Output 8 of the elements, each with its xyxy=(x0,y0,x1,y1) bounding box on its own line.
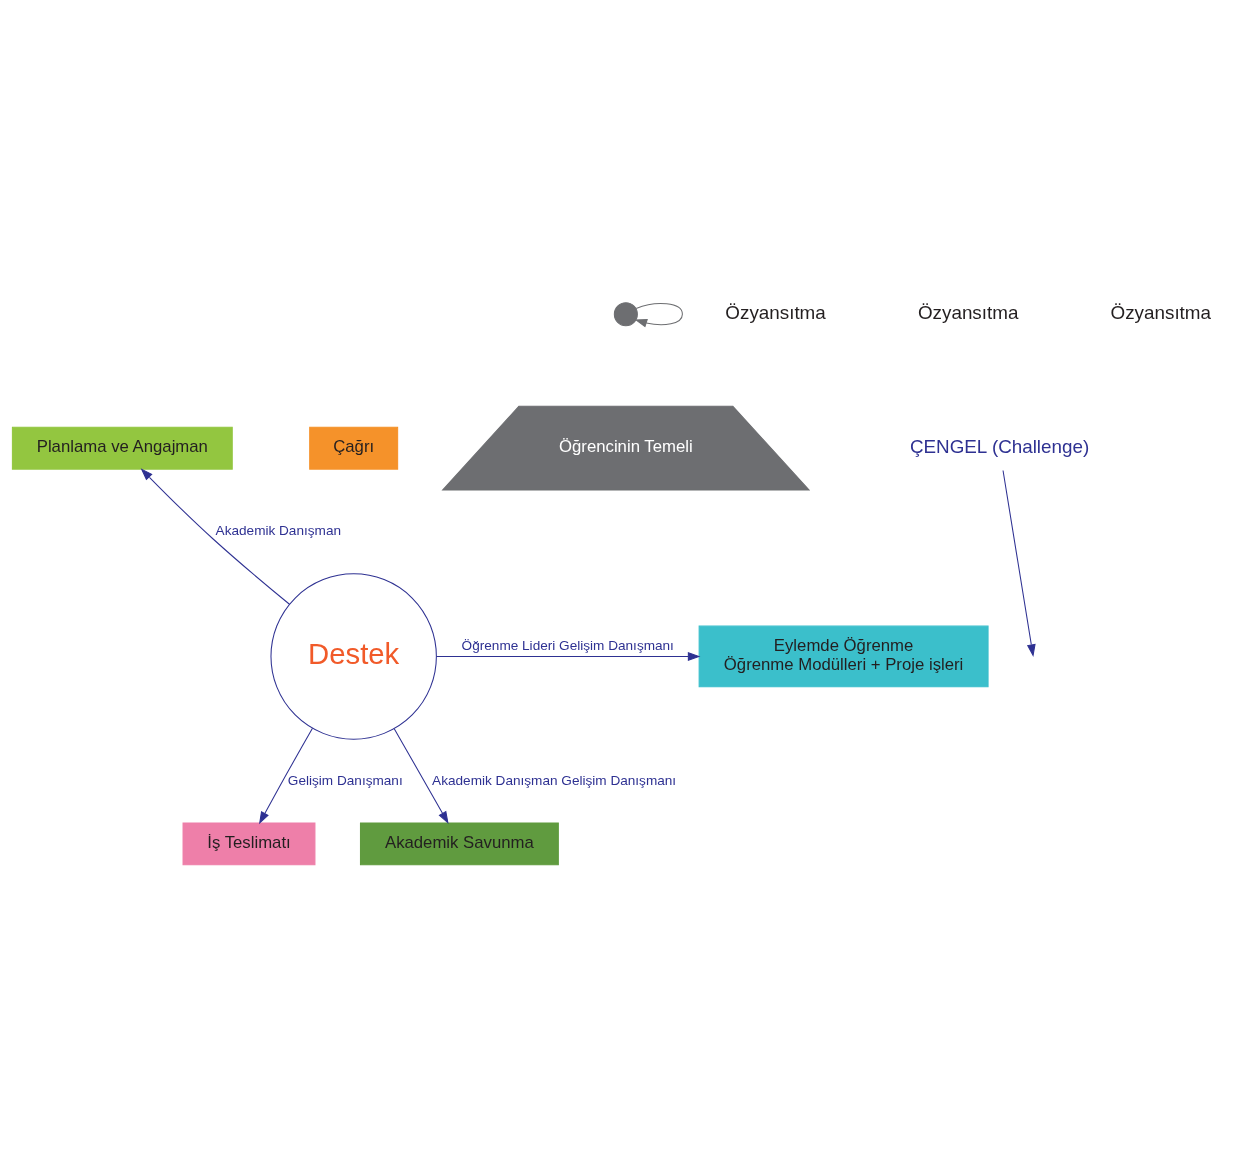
edge-label: Gelişim Danışmanı xyxy=(287,772,403,788)
label: Özyansıtma xyxy=(725,301,826,323)
edge-label: Akademik Danışman Gelişim Danışmanı xyxy=(432,772,677,788)
label: Özyansıtma xyxy=(917,301,1019,323)
label: Özyansıtma xyxy=(1110,301,1212,323)
edge-label: Akademik Danışman xyxy=(215,523,342,539)
node-text: ÇENGEL (Challenge) xyxy=(909,435,1090,457)
edge-label: Öğrenme Lideri Gelişim Danışmanı xyxy=(461,637,674,653)
